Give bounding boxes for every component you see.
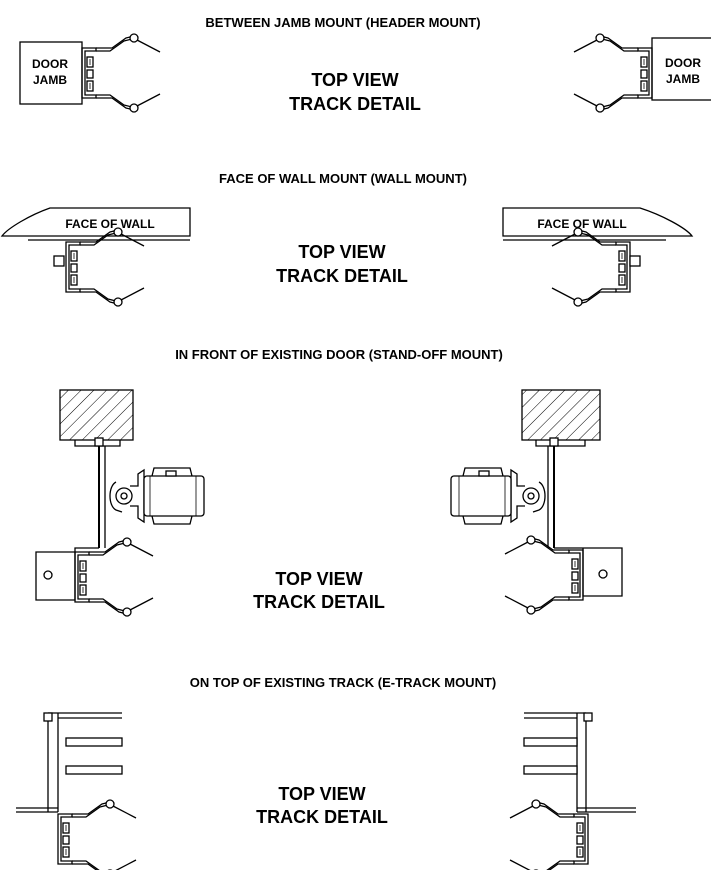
view-title-1-line1: TOP VIEW xyxy=(311,70,398,90)
right-door-jamb: DOOR JAMB xyxy=(651,37,711,101)
view-title-3-line2: TRACK DETAIL xyxy=(253,592,385,612)
left-face-of-wall: FACE OF WALL xyxy=(0,207,191,241)
right-etrack-track xyxy=(509,799,589,870)
right-roller-trolley xyxy=(450,467,546,525)
left-jamb-label-line1: DOOR xyxy=(32,57,68,71)
right-standoff-bracket xyxy=(535,437,623,597)
view-title-1-line2: TRACK DETAIL xyxy=(289,94,421,114)
view-title-4-line2: TRACK DETAIL xyxy=(256,807,388,827)
left-standoff-track xyxy=(74,537,154,617)
right-wall-label: FACE OF WALL xyxy=(537,217,626,231)
right-face-of-wall: FACE OF WALL xyxy=(502,207,694,241)
right-track-profile xyxy=(573,33,653,113)
right-jamb-label-line1: DOOR xyxy=(665,56,701,70)
right-e-track xyxy=(523,712,636,813)
left-track-profile xyxy=(81,33,161,113)
section-heading-wall-mount: FACE OF WALL MOUNT (WALL MOUNT) xyxy=(219,171,467,186)
right-existing-door xyxy=(521,389,601,441)
section-heading-standoff-mount: IN FRONT OF EXISTING DOOR (STAND-OFF MOU… xyxy=(175,347,503,362)
left-wall-label: FACE OF WALL xyxy=(65,217,154,231)
view-title-4-line1: TOP VIEW xyxy=(278,784,365,804)
left-jamb-label-line2: JAMB xyxy=(33,73,67,87)
view-title-3-line1: TOP VIEW xyxy=(275,569,362,589)
left-existing-door xyxy=(59,389,134,441)
left-standoff-bracket xyxy=(35,437,121,601)
left-door-jamb: DOOR JAMB xyxy=(19,41,83,105)
left-roller-trolley xyxy=(109,467,205,525)
right-jamb-label-line2: JAMB xyxy=(666,72,700,86)
view-title-2-line1: TOP VIEW xyxy=(298,242,385,262)
left-e-track xyxy=(16,712,123,813)
view-title-2-line2: TRACK DETAIL xyxy=(276,266,408,286)
section-heading-header-mount: BETWEEN JAMB MOUNT (HEADER MOUNT) xyxy=(205,15,480,30)
section-heading-etrack-mount: ON TOP OF EXISTING TRACK (E-TRACK MOUNT) xyxy=(190,675,496,690)
left-etrack-track xyxy=(57,799,137,870)
